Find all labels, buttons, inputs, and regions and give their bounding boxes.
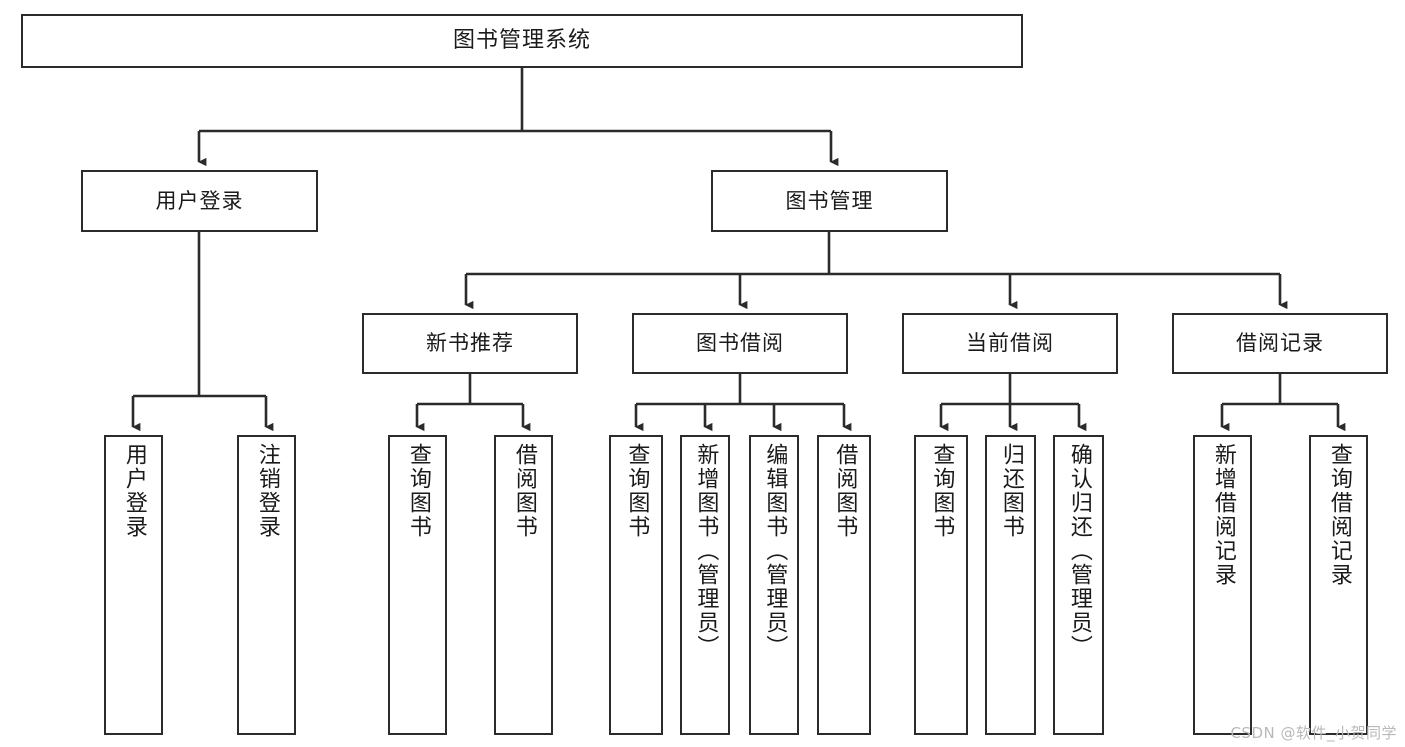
node-label: 查询图书 xyxy=(405,443,431,539)
leaf-new-book-query[interactable]: 查询图书 xyxy=(388,435,447,735)
node-label: 借阅记录 xyxy=(1236,331,1324,355)
leaf-user-login-login[interactable]: 用户登录 xyxy=(104,435,163,735)
node-new-book-recommend[interactable]: 新书推荐 xyxy=(362,313,578,374)
node-label: 确认归还（管理员） xyxy=(1066,443,1092,659)
watermark: CSDN @软件_小贺同学 xyxy=(1230,724,1397,742)
node-label: 编辑图书（管理员） xyxy=(762,443,788,659)
leaf-book-borrow-borrow[interactable]: 借阅图书 xyxy=(817,435,871,735)
node-label: 新书推荐 xyxy=(426,331,514,355)
node-label: 归还图书 xyxy=(998,443,1024,539)
node-label: 图书管理 xyxy=(785,188,874,213)
node-label: 当前借阅 xyxy=(966,331,1054,355)
leaf-current-borrow-confirm-return[interactable]: 确认归还（管理员） xyxy=(1053,435,1104,735)
node-label: 图书借阅 xyxy=(696,331,784,355)
node-label: 新增借阅记录 xyxy=(1210,443,1236,587)
node-book-borrow[interactable]: 图书借阅 xyxy=(632,313,848,374)
node-user-login[interactable]: 用户登录 xyxy=(81,170,318,232)
leaf-book-borrow-edit[interactable]: 编辑图书（管理员） xyxy=(749,435,799,735)
leaf-current-borrow-query[interactable]: 查询图书 xyxy=(914,435,968,735)
leaf-borrow-record-query[interactable]: 查询借阅记录 xyxy=(1309,435,1368,735)
node-label: 借阅图书 xyxy=(832,443,858,539)
node-label: 查询图书 xyxy=(929,443,955,539)
node-current-borrow[interactable]: 当前借阅 xyxy=(902,313,1118,374)
node-borrow-record[interactable]: 借阅记录 xyxy=(1172,313,1388,374)
node-label: 注销登录 xyxy=(254,443,280,539)
node-root-system[interactable]: 图书管理系统 xyxy=(21,14,1023,68)
node-label: 图书管理系统 xyxy=(452,28,591,53)
leaf-new-book-borrow[interactable]: 借阅图书 xyxy=(494,435,553,735)
leaf-user-login-logout[interactable]: 注销登录 xyxy=(237,435,296,735)
node-label: 用户登录 xyxy=(155,188,244,213)
leaf-borrow-record-add[interactable]: 新增借阅记录 xyxy=(1193,435,1252,735)
leaf-book-borrow-add[interactable]: 新增图书（管理员） xyxy=(680,435,730,735)
node-label: 借阅图书 xyxy=(511,443,537,539)
node-label: 新增图书（管理员） xyxy=(693,443,719,659)
leaf-book-borrow-query[interactable]: 查询图书 xyxy=(609,435,663,735)
node-label: 用户登录 xyxy=(121,443,147,539)
node-label: 查询图书 xyxy=(624,443,650,539)
leaf-current-borrow-return[interactable]: 归还图书 xyxy=(985,435,1036,735)
node-book-management[interactable]: 图书管理 xyxy=(711,170,948,232)
node-label: 查询借阅记录 xyxy=(1326,443,1352,587)
